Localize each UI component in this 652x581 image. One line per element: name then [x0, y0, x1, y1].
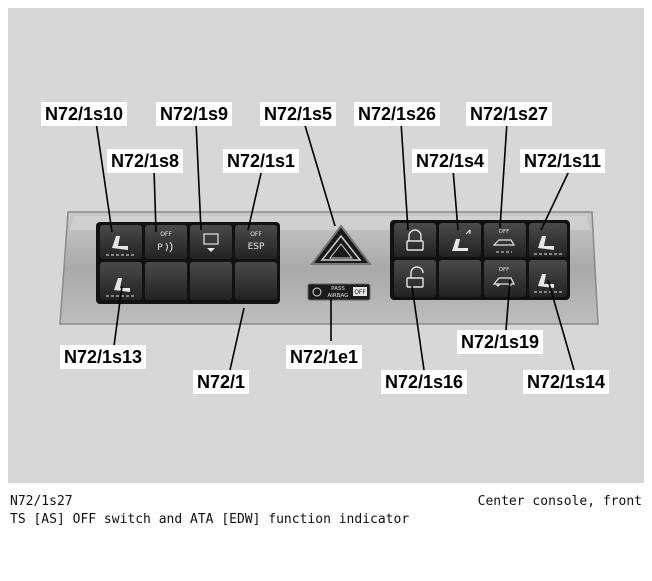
leader-s19 [505, 279, 511, 331]
s27-off-text: OFF [499, 229, 510, 235]
switch-s27[interactable]: OFF [484, 223, 526, 257]
caption-location: Center console, front [477, 494, 642, 509]
console-figure: OFF P OFF ESP [8, 8, 644, 483]
switch-s9[interactable] [190, 225, 232, 259]
airbag-icon [312, 287, 322, 297]
label-n72-1s26: N72/1s26 [354, 102, 441, 126]
switch-s19[interactable]: OFF [484, 260, 526, 297]
label-n72-1s14: N72/1s14 [523, 370, 610, 394]
label-n72-1: N72/1 [193, 370, 250, 394]
label-n72-1s16: N72/1s16 [381, 370, 468, 394]
seat-heating-icon [112, 236, 128, 250]
switch-s13[interactable] [100, 262, 142, 300]
seat-heating-passenger-icon [538, 236, 554, 250]
console-illustration: OFF P OFF ESP [59, 121, 599, 371]
seat-adjust-icon [452, 239, 468, 251]
label-n72-1s5: N72/1s5 [260, 102, 337, 126]
caption-description: TS [AS] OFF switch and ATA [EDW] functio… [10, 512, 410, 527]
label-n72-1s8: N72/1s8 [107, 149, 184, 173]
leader-s13 [113, 285, 123, 347]
blank-switch-1[interactable] [145, 262, 187, 300]
airbag-off-indicator: PASS AIRBAG OFF [307, 283, 371, 301]
s19-off-text: OFF [499, 267, 510, 273]
rear-window-blind-icon [203, 233, 219, 245]
leader-lines [95, 121, 575, 371]
label-n72-1s19: N72/1s19 [457, 330, 544, 354]
switch-s16[interactable] [394, 260, 436, 297]
label-n72-1s9: N72/1s9 [156, 102, 233, 126]
leader-s9 [195, 121, 202, 231]
seat-heating-rear-icon [114, 278, 130, 292]
hazard-warning-switch[interactable] [309, 224, 373, 265]
label-n72-1s10: N72/1s10 [41, 102, 128, 126]
airbag-off-text: OFF [354, 289, 366, 296]
leader-s14 [547, 279, 575, 371]
label-n72-1s27: N72/1s27 [466, 102, 553, 126]
switch-s26[interactable] [394, 223, 436, 257]
airbag-text: AIRBAG [328, 293, 349, 299]
blank-switch-2[interactable] [190, 262, 232, 300]
leader-1 [229, 307, 245, 371]
pass-text: PASS [331, 286, 345, 292]
leader-s1 [247, 168, 263, 231]
blank-switch-4[interactable] [439, 260, 481, 297]
leader-s8 [153, 168, 157, 233]
label-n72-1s1: N72/1s1 [223, 149, 300, 173]
label-n72-1e1: N72/1e1 [286, 345, 363, 369]
blank-switch-3[interactable] [235, 262, 277, 300]
switch-s8[interactable]: OFF P [145, 225, 187, 259]
label-n72-1s11: N72/1s11 [520, 149, 606, 173]
s1-off-text: OFF [250, 231, 262, 238]
leader-s26 [400, 121, 409, 231]
switch-s11[interactable] [529, 223, 567, 257]
leader-s4 [452, 168, 459, 231]
switch-s10[interactable] [100, 225, 142, 259]
switch-s4[interactable] [439, 223, 481, 257]
lock-icon [408, 229, 422, 241]
esp-text: ESP [248, 242, 265, 252]
unlock-icon [410, 266, 424, 278]
switch-s1[interactable]: OFF ESP [235, 225, 277, 259]
s8-off-text: OFF [160, 231, 172, 238]
leader-s27 [499, 121, 508, 229]
leader-s11 [540, 168, 571, 231]
label-n72-1s4: N72/1s4 [412, 149, 489, 173]
switch-s14[interactable] [529, 260, 567, 297]
leader-s5 [303, 121, 336, 227]
tow-away-protection-icon [492, 239, 516, 246]
interior-protection-icon [492, 277, 515, 285]
label-n72-1s13: N72/1s13 [60, 345, 147, 369]
parktronic-icon: P [157, 243, 163, 253]
caption-code: N72/1s27 [10, 494, 73, 509]
hazard-triangle-icon [320, 234, 362, 261]
leader-s16 [411, 285, 425, 371]
leader-s10 [95, 121, 113, 233]
